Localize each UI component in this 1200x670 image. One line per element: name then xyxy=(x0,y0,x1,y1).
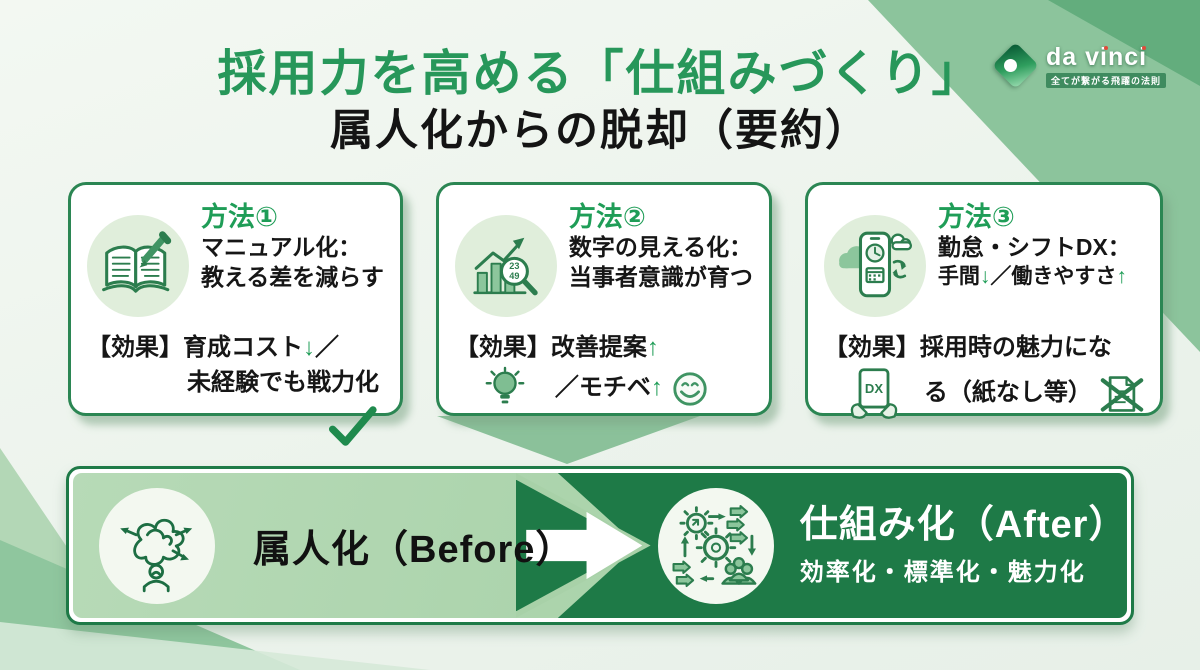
card3-effect-line1: 採用時の魅力にな xyxy=(919,334,1112,361)
card1-effect-line1: 育成コスト↓／ xyxy=(183,334,339,361)
card3-effect-label: 【効果】 xyxy=(823,334,920,361)
after-sublabel: 効率化・標準化・魅力化 xyxy=(799,558,1086,586)
method-card-1: 方法① マニュアル化： 教える差を減らす 【効果】 育成コスト↓／ 未経験でも戦… xyxy=(68,182,403,446)
deco-down-triangle xyxy=(437,416,700,464)
after-panel xyxy=(557,473,1127,618)
dx-tablet-icon: DX xyxy=(824,366,924,422)
card3-effect: 【効果】 採用時の魅力にな DX る（紙なし等） xyxy=(824,331,1144,422)
card2-effect-label: 【効果】 xyxy=(454,334,551,361)
lightbulb-icon xyxy=(455,366,555,412)
card1-header: 方法① マニュアル化： 教える差を減らす xyxy=(87,199,384,317)
before-label: 属人化（Before） xyxy=(253,529,575,571)
card3-title-line2: 手間↓／働きやすさ↑ xyxy=(937,265,1127,289)
page-title-line1: 採用力を高める「仕組みづくり」 xyxy=(217,47,983,101)
smiley-icon xyxy=(671,370,709,408)
magnifier-number-1: 23 xyxy=(509,261,519,271)
method-card-2: 23 49 方法② 数字の見える化： 当事者意識が育つ 【効果】 改善提案↑ xyxy=(435,182,772,416)
logo-name-text: da vinci xyxy=(1045,42,1148,71)
card1-method-label: 方法① xyxy=(201,202,278,232)
method-card-3: 方法③ 勤怠・シフトDX： 手間↓／働きやすさ↑ 【効果】 採用時の魅力にな D… xyxy=(804,182,1163,419)
card2-method-label: 方法② xyxy=(568,202,646,232)
deco-bottom-left-3 xyxy=(0,622,430,670)
phone-schedule-icon xyxy=(823,215,926,317)
deco-top-right-corner xyxy=(1048,0,1200,86)
logo-circle-shape xyxy=(1003,59,1017,72)
davinci-logo-icon xyxy=(992,42,1039,89)
after-label: 仕組み化（After） xyxy=(799,504,1127,547)
page-title-line2: 属人化からの脱却（要約） xyxy=(330,107,870,155)
card1-title-line1: マニュアル化： xyxy=(201,234,362,261)
card2-title-line2: 当事者意識が育つ xyxy=(568,264,753,291)
no-paper-icon xyxy=(1100,373,1144,415)
book-pencil-icon xyxy=(87,215,189,317)
davinci-logo: da vinci 全てが繋がる飛躍の法則 xyxy=(992,42,1166,89)
card1-title-line2: 教える差を減らす xyxy=(201,264,384,291)
before-after-banner: 属人化（Before） xyxy=(66,466,1134,625)
card1-effect-line2: 未経験でも戦力化 xyxy=(187,368,379,396)
card3-title-line1: 勤怠・シフトDX： xyxy=(937,234,1131,261)
logo-texts: da vinci 全てが繋がる飛躍の法則 xyxy=(1045,42,1166,88)
logo-red-dot-2 xyxy=(1142,45,1147,50)
chart-magnifier-icon: 23 49 xyxy=(454,215,557,317)
dx-label: DX xyxy=(865,381,883,396)
after-texts: 仕組み化（After） 効率化・標準化・魅力化 xyxy=(800,504,1127,587)
logo-tagline: 全てが繋がる飛躍の法則 xyxy=(1045,72,1166,88)
card1-effect-label: 【効果】 xyxy=(87,334,183,361)
banner-inner: 属人化（Before） xyxy=(73,473,1127,618)
card2-effect-line1: 改善提案↑ xyxy=(550,334,659,361)
card2-texts: 方法② 数字の見える化： 当事者意識が育つ xyxy=(557,199,753,293)
card2-title-line1: 数字の見える化： xyxy=(568,234,753,261)
card3-method-label: 方法③ xyxy=(937,202,1015,232)
card2-header: 23 49 方法② 数字の見える化： 当事者意識が育つ xyxy=(454,199,753,317)
card1-texts: 方法① マニュアル化： 教える差を減らす xyxy=(189,199,384,293)
before-section: 属人化（Before） xyxy=(99,473,574,618)
checkmark-icon xyxy=(326,405,378,447)
tangled-mind-icon xyxy=(99,487,215,604)
card3-header: 方法③ 勤怠・シフトDX： 手間↓／働きやすさ↑ xyxy=(823,199,1144,317)
card2-effect-line2: ／モチベ↑ xyxy=(554,374,663,402)
card1-effect: 【効果】 育成コスト↓／ 未経験でも戦力化 xyxy=(87,331,384,446)
logo-red-dot-1 xyxy=(1103,45,1108,50)
card3-effect-line2: る（紙なし等） xyxy=(923,379,1092,407)
card3-texts: 方法③ 勤怠・シフトDX： 手間↓／働きやすさ↑ xyxy=(926,199,1131,291)
magnifier-number-2: 49 xyxy=(509,271,519,281)
logo-name: da vinci xyxy=(1045,42,1148,71)
method-cards-row: 方法① マニュアル化： 教える差を減らす 【効果】 育成コスト↓／ 未経験でも戦… xyxy=(68,182,1163,446)
card2-effect: 【効果】 改善提案↑ ／モチベ↑ xyxy=(455,331,753,412)
after-section: 仕組み化（After） 効率化・標準化・魅力化 xyxy=(657,473,1127,618)
process-gears-icon xyxy=(657,487,774,604)
